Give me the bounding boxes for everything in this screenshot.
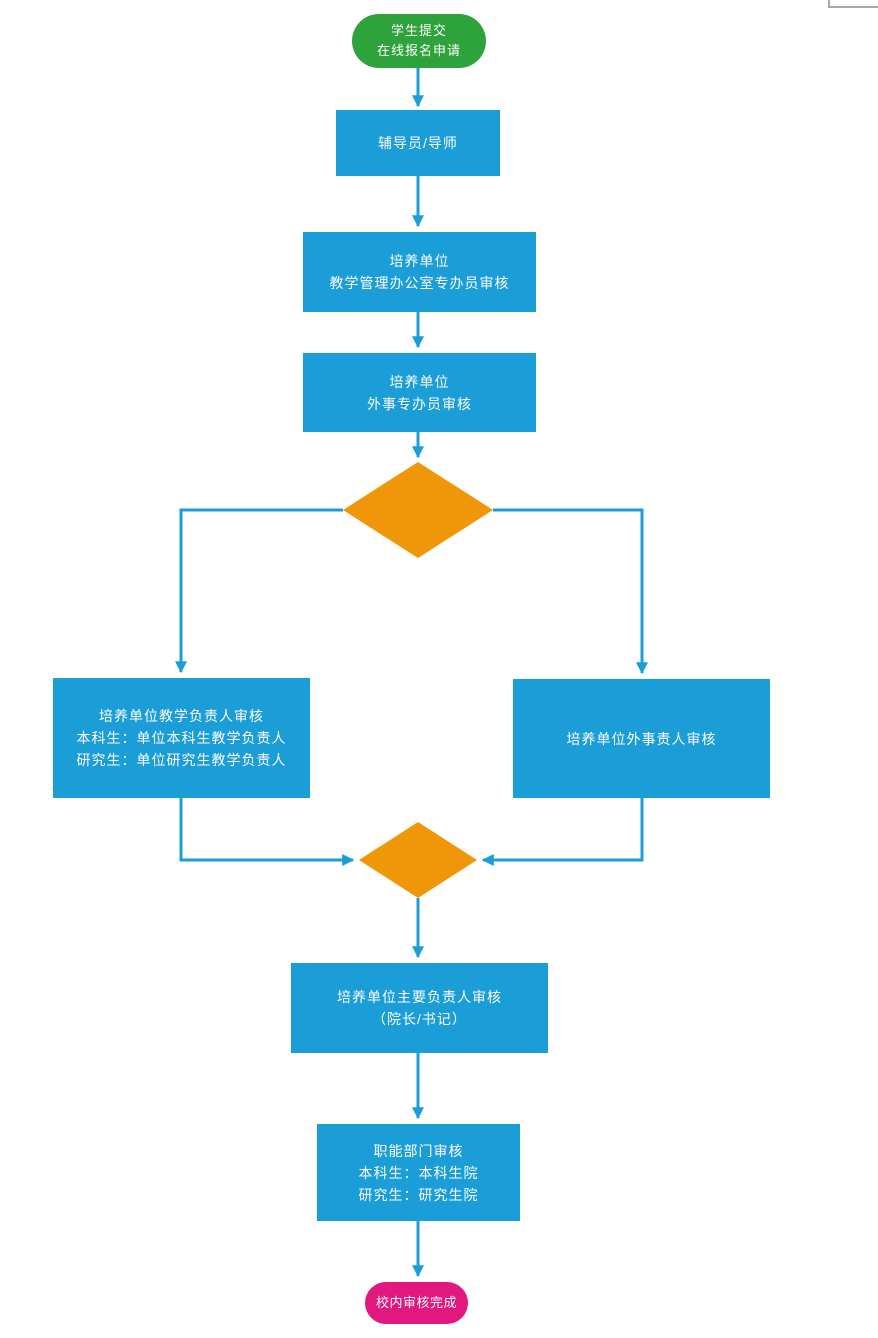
functional-dept-node-label: 职能部门审核 xyxy=(373,1142,464,1159)
main-leader-node-label: 培养单位主要负责人审核 xyxy=(337,989,502,1005)
teaching-leader-node-label: 培养单位教学负责人审核 xyxy=(99,708,264,724)
end-node-label: 校内审核完成 xyxy=(375,1295,457,1310)
teaching-office-node: 培养单位 教学管理办公室专办员审核 xyxy=(303,232,536,312)
main-leader-node: 培养单位主要负责人审核 （院长/书记） xyxy=(291,963,548,1053)
end-node: 校内审核完成 xyxy=(365,1282,468,1324)
foreign-affairs-leader-node: 培养单位外事责人审核 xyxy=(513,679,770,798)
foreign-affairs-officer-node-label: 外事专办员审核 xyxy=(367,395,472,412)
foreign-affairs-leader-node-label: 培养单位外事责人审核 xyxy=(566,730,717,747)
decision-split-diamond xyxy=(343,462,493,558)
start-node-label: 学生提交 xyxy=(390,23,447,38)
teaching-leader-node: 培养单位教学负责人审核 本科生：单位本科生教学负责人 研究生：单位研究生教学负责… xyxy=(53,678,310,798)
start-node: 学生提交 在线报名申请 xyxy=(352,14,486,68)
functional-dept-node: 职能部门审核 本科生：本科生院 研究生：研究生院 xyxy=(317,1124,520,1221)
main-leader-node-label: （院长/书记） xyxy=(372,1011,467,1027)
counselor-node-label: 辅导员/导师 xyxy=(378,135,458,151)
cropped-window-corner xyxy=(828,0,878,8)
functional-dept-node-label: 本科生：本科生院 xyxy=(358,1164,479,1181)
connector-decision-split-to-foreign-leader xyxy=(493,508,648,675)
connector-teaching-leader-to-decision-merge xyxy=(179,798,355,866)
counselor-node: 辅导员/导师 xyxy=(336,110,500,176)
foreign-affairs-officer-node: 培养单位 外事专办员审核 xyxy=(303,353,536,432)
functional-dept-node-label: 研究生：研究生院 xyxy=(358,1186,479,1203)
teaching-leader-node-label: 研究生：单位研究生教学负责人 xyxy=(76,752,287,768)
connector-foreign-leader-to-decision-merge xyxy=(481,798,644,866)
teaching-office-node-label: 教学管理办公室专办员审核 xyxy=(329,275,510,291)
teaching-office-node-label: 培养单位 xyxy=(389,253,450,269)
foreign-affairs-officer-node-label: 培养单位 xyxy=(389,373,450,390)
decision-merge-diamond xyxy=(359,822,477,898)
start-node-label: 在线报名申请 xyxy=(376,43,461,58)
connector-decision-split-to-teaching-leader xyxy=(175,508,343,674)
teaching-leader-node-label: 本科生：单位本科生教学负责人 xyxy=(76,730,287,746)
